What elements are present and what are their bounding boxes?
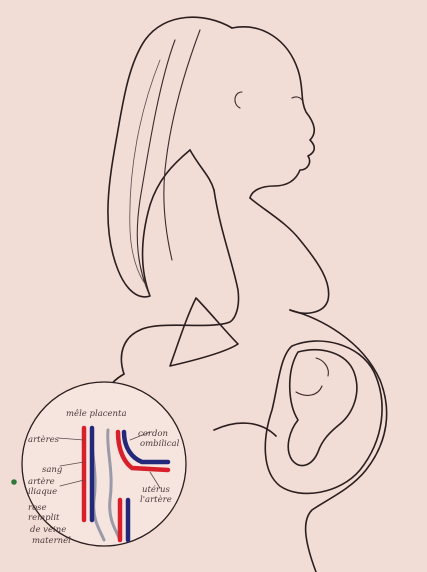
label-artere-2: iliaque [28, 487, 57, 497]
hair-strand-2 [164, 30, 200, 260]
label-artere-1: artère [28, 476, 55, 487]
front-torso [250, 198, 329, 313]
ear [235, 92, 242, 108]
arm-inner [170, 298, 238, 366]
hair-outline [108, 17, 232, 297]
label-ombilical: ombilical [140, 439, 180, 449]
arm-outline [121, 190, 238, 374]
eye [292, 97, 302, 100]
label-arteries: artères [28, 434, 60, 445]
fetus-arm [296, 386, 322, 395]
head-profile [232, 27, 314, 198]
label-veine-2: maternel [32, 536, 71, 546]
label-cordon: cordon [138, 429, 168, 439]
fetus-head-detail [316, 358, 328, 376]
label-rose-1: rose [28, 503, 47, 513]
belly-outline [290, 310, 387, 572]
label-title: mêle placenta [66, 408, 127, 419]
fetus-outline [288, 350, 357, 466]
label-uterus: utérus [142, 484, 170, 495]
neck-back [190, 150, 214, 190]
green-dot [11, 479, 17, 485]
label-sang: sang [42, 465, 63, 475]
label-artere-right: l'artère [140, 494, 172, 505]
label-veine-1: de veine [30, 525, 66, 535]
label-rose-2: remplit [28, 513, 60, 523]
